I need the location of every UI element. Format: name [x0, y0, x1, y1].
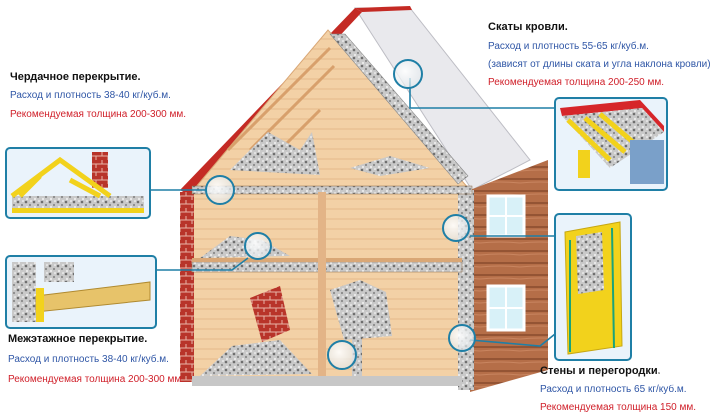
attic-floor-title: Чердачное перекрытие.: [10, 71, 141, 83]
roof-slopes-info: Скаты кровли. Расход и плотность 55-65 к…: [488, 22, 711, 88]
roof-detail-inset: [554, 97, 668, 191]
walls-consumption: Расход и плотность 65 кг/куб.м.: [540, 384, 687, 395]
attic-floor-thickness: Рекомендуемая толщина 200-300 мм.: [10, 109, 187, 120]
attic-floor-consumption: Расход и плотность 38-40 кг/куб.м.: [10, 90, 171, 101]
interfloor-thickness: Рекомендуемая толщина 200-300 мм.: [8, 374, 185, 385]
interfloor-detail-inset: [5, 255, 157, 329]
attic-floor-info: Чердачное перекрытие. Расход и плотность…: [10, 72, 186, 120]
roof-slopes-consumption: Расход и плотность 55-65 кг/куб.м.: [488, 41, 649, 52]
interfloor-info: Межэтажное перекрытие. Расход и плотност…: [8, 334, 184, 385]
window-upper: [486, 194, 526, 238]
attic-floor-detail-inset: [5, 147, 151, 219]
walls-thickness: Рекомендуемая толщина 150 мм.: [540, 402, 697, 413]
roof-slopes-title: Скаты кровли.: [488, 21, 568, 33]
watermark: Avito: [652, 366, 707, 391]
roof-insulation: [329, 33, 469, 185]
walls-info: Стены и перегородки. Расход и плотность …: [540, 366, 696, 413]
roof-slopes-thickness: Рекомендуемая толщина 200-250 мм.: [488, 77, 665, 88]
roof-slopes-note: (зависят от длины ската и угла наклона к…: [488, 59, 711, 70]
walls-detail-inset: [554, 213, 632, 361]
magnifier-circles: [205, 59, 476, 370]
interfloor-consumption: Расход и плотность 38-40 кг/куб.м.: [8, 354, 169, 365]
window-lower: [486, 284, 526, 332]
walls-title: Стены и перегородки.: [540, 365, 661, 377]
brick-wall: [180, 192, 194, 382]
partition: [318, 192, 326, 382]
interfloor-title: Межэтажное перекрытие.: [8, 333, 148, 345]
